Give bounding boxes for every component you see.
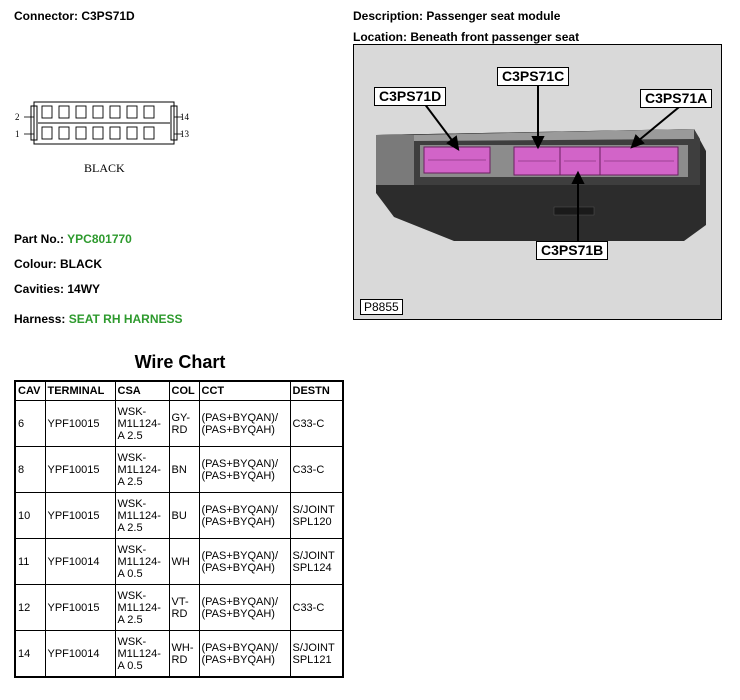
callout-c3ps71d: C3PS71D — [374, 87, 447, 106]
connector-color-caption: BLACK — [84, 161, 125, 175]
header-cct: CCT — [198, 380, 291, 401]
cell-terminal: YPF10015 — [44, 584, 116, 631]
pin-label-bottom-left: 1 — [15, 129, 20, 139]
colour-line: Colour: BLACK — [14, 257, 102, 271]
header-cav: CAV — [14, 380, 46, 401]
cell-col: BU — [168, 492, 200, 539]
callout-c3ps71b: C3PS71B — [536, 241, 609, 260]
pin-label-top-left: 2 — [15, 112, 20, 122]
cell-destn: S/JOINT SPL120 — [289, 492, 344, 539]
cell-col: WH- RD — [168, 630, 200, 678]
cell-cct: (PAS+BYQAN)/ (PAS+BYQAH) — [198, 400, 291, 447]
description-label: Description: — [353, 9, 424, 23]
cell-csa: WSK- M1L124- A 0.5 — [114, 630, 170, 678]
colour-value: BLACK — [60, 257, 102, 271]
cell-destn: S/JOINT SPL124 — [289, 538, 344, 585]
cell-cct: (PAS+BYQAN)/ (PAS+BYQAH) — [198, 446, 291, 493]
pin-label-bottom-right: 13 — [180, 129, 190, 139]
connector-value: C3PS71D — [81, 9, 135, 23]
cell-csa: WSK- M1L124- A 2.5 — [114, 400, 170, 447]
connector-face-diagram: 2 1 14 13 BLACK — [14, 94, 194, 180]
cavities-label: Cavities: — [14, 282, 65, 296]
wire-chart-header-row: CAV TERMINAL CSA COL CCT DESTN — [14, 380, 344, 401]
cell-csa: WSK- M1L124- A 0.5 — [114, 538, 170, 585]
cell-cct: (PAS+BYQAN)/ (PAS+BYQAH) — [198, 630, 291, 678]
wire-chart-title: Wire Chart — [134, 352, 226, 372]
part-number-line: Part No.: YPC801770 — [14, 232, 132, 246]
cell-destn: C33-C — [289, 446, 344, 493]
cavities-value: 14WY — [67, 282, 101, 296]
cell-col: GY- RD — [168, 400, 200, 447]
header-destn: DESTN — [289, 380, 344, 401]
cell-destn: C33-C — [289, 400, 344, 447]
module-photo: C3PS71D C3PS71C C3PS71A C3PS71B P8855 — [353, 44, 722, 320]
cell-cav: 12 — [14, 584, 46, 631]
connector-label: Connector: — [14, 9, 78, 23]
harness-value: SEAT RH HARNESS — [68, 312, 183, 326]
cell-cav: 14 — [14, 630, 46, 678]
cell-terminal: YPF10015 — [44, 492, 116, 539]
cell-cct: (PAS+BYQAN)/ (PAS+BYQAH) — [198, 584, 291, 631]
part-number-label: Part No.: — [14, 232, 65, 246]
cell-csa: WSK- M1L124- A 2.5 — [114, 492, 170, 539]
connector-face-drawing: 2 1 14 13 BLACK — [15, 101, 190, 175]
harness-label: Harness: — [14, 312, 66, 326]
cell-cct: (PAS+BYQAN)/ (PAS+BYQAH) — [198, 492, 291, 539]
cell-destn: S/JOINT SPL121 — [289, 630, 344, 678]
header-terminal: TERMINAL — [44, 380, 116, 401]
callout-c3ps71c: C3PS71C — [497, 67, 570, 86]
cell-terminal: YPF10014 — [44, 538, 116, 585]
cell-csa: WSK- M1L124- A 2.5 — [114, 584, 170, 631]
figure-id: P8855 — [360, 299, 403, 315]
callout-c3ps71a: C3PS71A — [640, 89, 713, 108]
module-illustration — [376, 79, 706, 241]
cell-col: BN — [168, 446, 200, 493]
cavities-line: Cavities: 14WY — [14, 282, 100, 296]
cell-destn: C33-C — [289, 584, 344, 631]
colour-label: Colour: — [14, 257, 57, 271]
location-line: Location: Beneath front passenger seat — [353, 30, 579, 44]
cell-terminal: YPF10015 — [44, 400, 116, 447]
description-line: Description: Passenger seat module — [353, 9, 560, 23]
header-col: COL — [168, 380, 200, 401]
cell-cct: (PAS+BYQAN)/ (PAS+BYQAH) — [198, 538, 291, 585]
part-number-value: YPC801770 — [67, 232, 132, 246]
location-label: Location: — [353, 30, 407, 44]
pin-label-top-right: 14 — [180, 112, 190, 122]
cell-col: VT- RD — [168, 584, 200, 631]
cell-cav: 11 — [14, 538, 46, 585]
cell-csa: WSK- M1L124- A 2.5 — [114, 446, 170, 493]
cell-terminal: YPF10015 — [44, 446, 116, 493]
location-value: Beneath front passenger seat — [410, 30, 580, 44]
cell-cav: 6 — [14, 400, 46, 447]
connector-id-line: Connector: C3PS71D — [14, 9, 135, 23]
header-csa: CSA — [114, 380, 170, 401]
harness-line: Harness: SEAT RH HARNESS — [14, 312, 183, 326]
cell-cav: 10 — [14, 492, 46, 539]
description-value: Passenger seat module — [426, 9, 561, 23]
cell-cav: 8 — [14, 446, 46, 493]
cell-col: WH — [168, 538, 200, 585]
cell-terminal: YPF10014 — [44, 630, 116, 678]
